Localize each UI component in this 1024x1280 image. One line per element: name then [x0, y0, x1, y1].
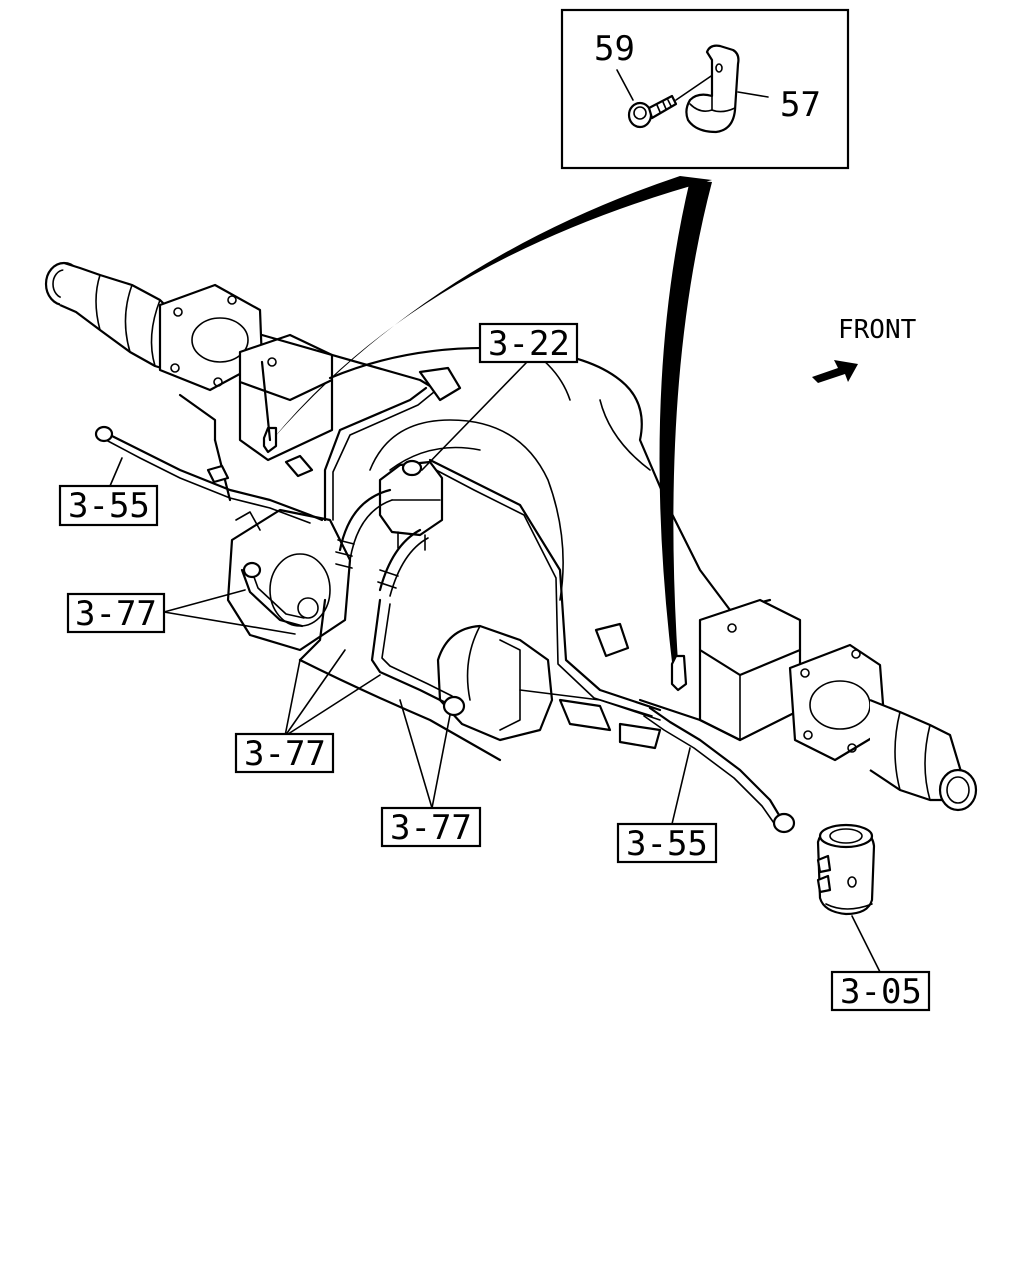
axle-housing — [44, 261, 978, 812]
right-brake-chamber — [436, 624, 662, 750]
bolt-59-icon — [627, 71, 718, 129]
callout-57: 57 — [780, 85, 821, 125]
left-axle-end — [44, 261, 177, 372]
front-label: FRONT — [838, 315, 917, 345]
svg-text:3-05: 3-05 — [840, 972, 922, 1012]
callout-3-77-a: 3-77 — [66, 592, 166, 634]
relay-valve — [378, 459, 444, 551]
svg-text:3-55: 3-55 — [626, 824, 708, 864]
svg-text:3-77: 3-77 — [75, 594, 157, 634]
callout-3-22: 3-22 — [478, 322, 579, 364]
clip-57-icon — [685, 44, 740, 134]
svg-text:3-55: 3-55 — [68, 486, 150, 526]
callout-3-05: 3-05 — [830, 970, 931, 1012]
pipe-3-55-right — [648, 706, 784, 822]
brake-pipes — [94, 366, 796, 834]
callout-3-77-c: 3-77 — [380, 806, 482, 848]
right-spring-seat — [698, 598, 802, 742]
left-brake-chamber — [226, 508, 352, 652]
svg-text:3-22: 3-22 — [488, 324, 570, 364]
front-arrow-icon — [812, 360, 858, 383]
inset-detail: 59 57 — [560, 8, 850, 170]
front-indicator: FRONT — [812, 315, 917, 383]
leader-lines — [109, 361, 881, 973]
inset-frame — [560, 8, 850, 170]
callout-59: 59 — [594, 29, 635, 69]
svg-text:3-77: 3-77 — [390, 808, 472, 848]
right-axle-end — [869, 698, 978, 812]
callout-3-55-left: 3-55 — [58, 484, 159, 527]
svg-text:3-77: 3-77 — [244, 734, 326, 774]
left-spring-seat — [238, 333, 334, 462]
wheel-cylinder-icon — [816, 823, 876, 916]
callout-3-55-right: 3-55 — [616, 822, 718, 864]
pipe-3-55-left — [102, 430, 324, 522]
callout-3-77-b: 3-77 — [234, 732, 335, 774]
